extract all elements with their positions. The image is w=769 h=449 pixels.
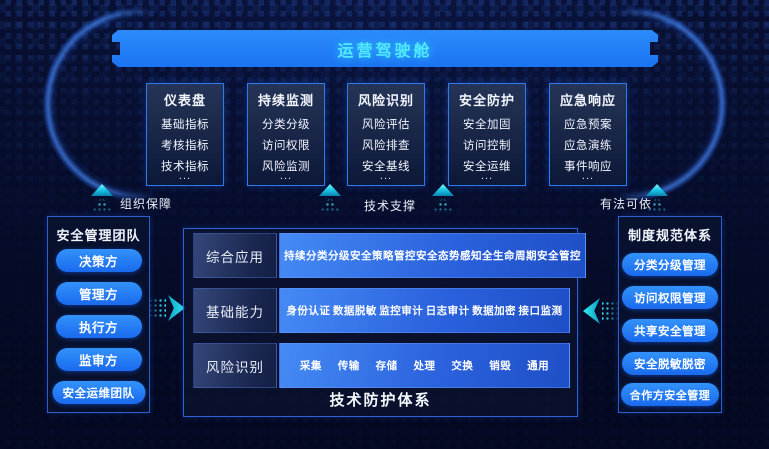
card-title: 仪表盘 [163, 93, 206, 108]
center-panel-technical-protection: 综合应用 持续分类分级 安全策略管控 安全态势感知 全生命周期安全管控 基础能力… [183, 228, 586, 417]
row-items-bar: 持续分类分级 安全策略管控 安全态势感知 全生命周期安全管控 [279, 233, 586, 278]
standard-pill-access: 访问权限管理 [622, 286, 718, 309]
column-card-risk-identification: 风险识别 风险评估 风险排查 安全基线 ... [347, 83, 425, 186]
card-item: 风险评估 [362, 119, 410, 131]
team-pill-management: 管理方 [55, 282, 142, 305]
row-item: 持续分类分级 [284, 250, 350, 262]
row-item: 数据脱敏 [332, 305, 377, 317]
card-item: 安全基线 [362, 161, 410, 173]
row-item: 监控审计 [379, 305, 424, 317]
up-arrow-icon [432, 184, 454, 212]
card-item: 应急预案 [564, 119, 612, 131]
center-row-risk: 风险识别 采集 传输 存储 处理 交换 销毁 通用 [193, 343, 570, 388]
column-card-dashboard: 仪表盘 基础指标 考核指标 技术指标 ... [146, 83, 224, 186]
left-panel-security-team: 安全管理团队 决策方 管理方 执行方 监审方 安全运维团队 [47, 216, 150, 413]
row-item: 交换 [451, 360, 474, 372]
right-panel-standards: 制度规范体系 分类分级管理 访问权限管理 共享安全管理 安全脱敏脱密 合作方安全… [618, 216, 722, 413]
left-panel-title: 安全管理团队 [56, 228, 141, 243]
card-item: 应急演练 [564, 140, 612, 152]
card-ellipsis: ... [279, 170, 293, 182]
row-item: 数据加密 [472, 305, 517, 317]
card-title: 风险识别 [357, 93, 414, 108]
up-arrow-icon [91, 184, 113, 212]
mid-label-organization: 组织保障 [120, 197, 173, 211]
banner-title: 运营驾驶舱 [337, 42, 433, 60]
card-item-list: 安全加固 访问控制 安全运维 [449, 115, 525, 178]
standard-pill-desensitization: 安全脱敏脱密 [622, 352, 718, 375]
column-card-continuous-monitoring: 持续监测 分类分级 访问权限 风险监测 ... [247, 83, 325, 186]
row-item: 接口监测 [518, 305, 563, 317]
column-card-emergency-response: 应急响应 应急预案 应急演练 事件响应 ... [549, 83, 627, 186]
row-items-bar: 采集 传输 存储 处理 交换 销毁 通用 [279, 343, 570, 388]
row-item: 处理 [413, 360, 436, 372]
card-item: 考核指标 [161, 140, 209, 152]
row-item: 安全策略管控 [350, 250, 416, 262]
team-pill-audit: 监审方 [55, 348, 142, 371]
row-item: 存储 [375, 360, 398, 372]
card-item: 分类分级 [262, 119, 310, 131]
mid-label-law: 有法可依 [600, 197, 653, 211]
card-title: 应急响应 [559, 93, 616, 108]
card-ellipsis: ... [480, 170, 494, 182]
row-item: 日志审计 [425, 305, 470, 317]
card-item: 基础指标 [161, 119, 209, 131]
card-ellipsis: ... [379, 170, 393, 182]
card-ellipsis: ... [581, 170, 595, 182]
standard-pill-sharing: 共享安全管理 [622, 319, 718, 342]
row-item: 安全态势感知 [416, 250, 482, 262]
team-pill-decision: 决策方 [55, 249, 142, 272]
up-arrow-icon [646, 184, 668, 212]
card-item: 风险排查 [362, 140, 410, 152]
column-card-security-protection: 安全防护 安全加固 访问控制 安全运维 ... [448, 83, 526, 186]
team-pill-execution: 执行方 [55, 315, 142, 338]
center-row-capabilities: 基础能力 身份认证 数据脱敏 监控审计 日志审计 数据加密 接口监测 [193, 288, 570, 333]
row-item: 全生命周期安全管控 [482, 250, 581, 262]
row-label: 风险识别 [193, 343, 277, 388]
card-item: 访问权限 [262, 140, 310, 152]
card-item-list: 应急预案 应急演练 事件响应 [550, 115, 626, 178]
row-label: 基础能力 [193, 288, 277, 333]
up-arrow-icon [319, 184, 341, 212]
card-item: 安全运维 [463, 161, 511, 173]
row-item: 传输 [337, 360, 360, 372]
card-item: 安全加固 [463, 119, 511, 131]
card-title: 安全防护 [458, 93, 515, 108]
row-item: 通用 [527, 360, 550, 372]
operations-cockpit-banner: 运营驾驶舱 [112, 30, 658, 67]
standard-pill-classification: 分类分级管理 [622, 253, 718, 276]
row-item: 身份认证 [286, 305, 331, 317]
card-item-list: 分类分级 访问权限 风险监测 [248, 115, 324, 178]
mid-label-technology: 技术支撑 [364, 199, 417, 213]
card-item: 事件响应 [564, 161, 612, 173]
center-row-applications: 综合应用 持续分类分级 安全策略管控 安全态势感知 全生命周期安全管控 [193, 233, 586, 278]
standard-pill-partner: 合作方安全管理 [621, 383, 719, 406]
card-item: 访问控制 [463, 140, 511, 152]
row-item: 销毁 [489, 360, 512, 372]
card-item-list: 风险评估 风险排查 安全基线 [348, 115, 424, 178]
card-item: 技术指标 [161, 161, 209, 173]
row-label: 综合应用 [193, 233, 277, 278]
card-ellipsis: ... [178, 170, 192, 182]
card-item-list: 基础指标 考核指标 技术指标 [147, 115, 223, 178]
right-arrow-icon [148, 295, 186, 321]
team-pill-ops-team: 安全运维团队 [52, 381, 145, 404]
center-panel-caption: 技术防护体系 [329, 392, 432, 409]
card-title: 持续监测 [257, 93, 314, 108]
row-items-bar: 身份认证 数据脱敏 监控审计 日志审计 数据加密 接口监测 [279, 288, 570, 333]
left-arrow-icon [582, 298, 620, 324]
row-item: 采集 [299, 360, 322, 372]
card-item: 风险监测 [262, 161, 310, 173]
right-panel-title: 制度规范体系 [627, 228, 712, 243]
